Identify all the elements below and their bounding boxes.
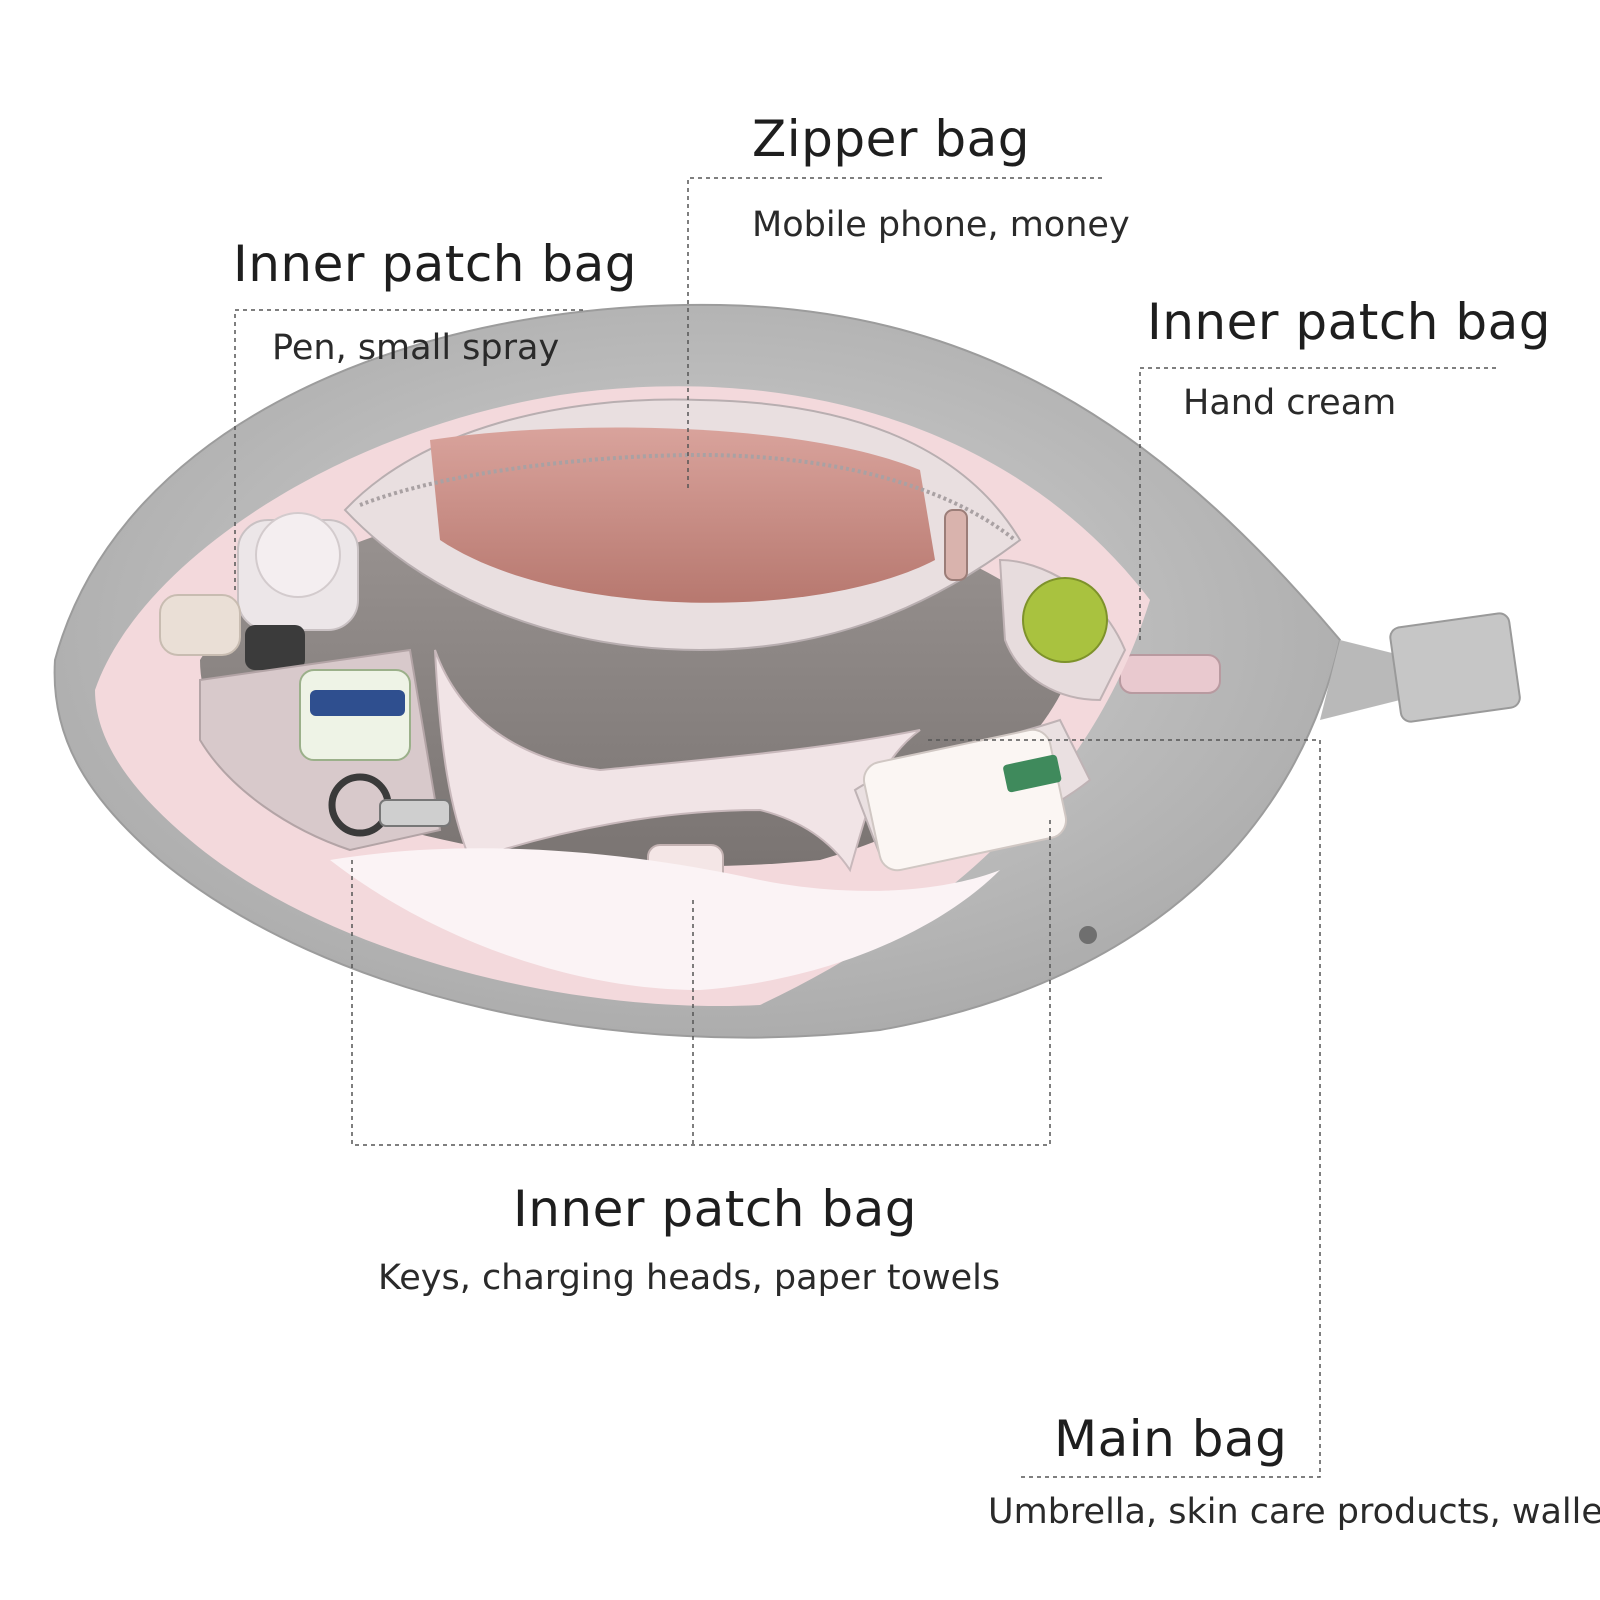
paper-towel-pocket [853, 718, 1092, 872]
main-bag-desc: Umbrella, skin care products, wallet [988, 1492, 1600, 1532]
rivet [1079, 926, 1097, 944]
inner-patch-left-title: Inner patch bag [233, 235, 638, 293]
inner-patch-left-desc: Pen, small spray [272, 328, 560, 368]
left-pocket-items [159, 512, 359, 670]
zipper-slider [944, 509, 968, 581]
keys [328, 773, 451, 837]
leader-lines [234, 177, 1500, 1478]
inner-patch-right-title: Inner patch bag [1147, 293, 1552, 351]
zipper-pull-tab [1119, 612, 1521, 723]
zipper-bag-title: Zipper bag [752, 110, 1030, 168]
main-bag-title: Main bag [1054, 1410, 1288, 1468]
inner-patch-right-desc: Hand cream [1183, 383, 1397, 423]
bag-bottom-lining [330, 848, 1000, 990]
right-pocket [998, 558, 1127, 702]
gum-pack [299, 669, 411, 761]
phone-in-pocket [430, 427, 935, 603]
zipper-bag-desc: Mobile phone, money [752, 205, 1130, 245]
inner-patch-bottom-desc: Keys, charging heads, paper towels [378, 1258, 1001, 1298]
inner-patch-bottom-title: Inner patch bag [513, 1180, 918, 1238]
